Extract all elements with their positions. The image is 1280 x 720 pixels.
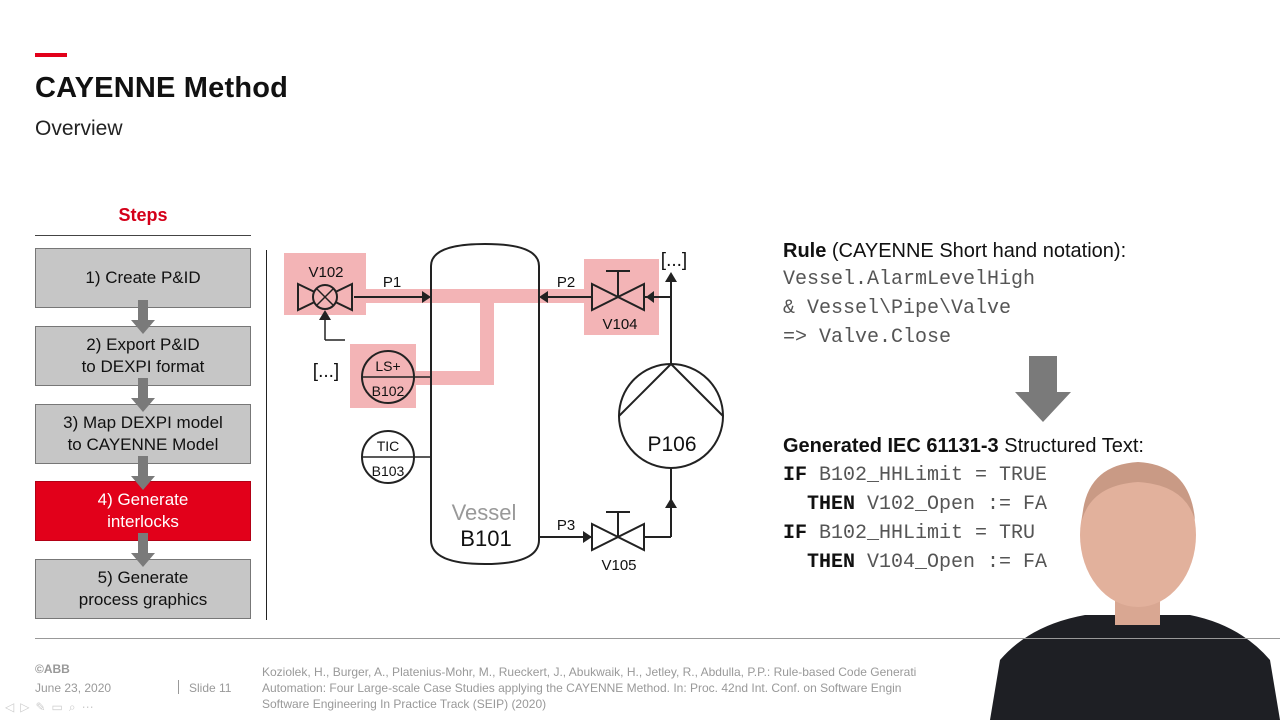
generated-heading-rest: Structured Text: [998, 435, 1144, 457]
code-keyword: THEN [783, 551, 856, 574]
vessel-b101 [430, 242, 540, 566]
pipe-p2-label: P2 [557, 274, 575, 291]
player-controls[interactable]: ◁▷✎▭⌕⋯ [5, 700, 100, 715]
step-arrow-down-icon [131, 378, 155, 412]
generated-line: IF B102_HHLimit = TRUE [783, 464, 1047, 487]
step-arrow-down-icon [131, 300, 155, 334]
generated-heading-bold: Generated IEC 61131-3 [783, 435, 999, 457]
step-label: 5) Generate process graphics [78, 568, 208, 609]
footer-slide-number: Slide 11 [189, 681, 232, 695]
footer-divider [35, 638, 1280, 639]
valve-v102-icon [297, 282, 353, 312]
rule-heading: Rule (CAYENNE Short hand notation): [783, 240, 1126, 263]
steps-heading: Steps [118, 205, 168, 225]
valve-v105-icon [591, 511, 645, 552]
more-icon[interactable]: ⋯ [81, 700, 100, 714]
footer-date: June 23, 2020 [35, 681, 112, 695]
temperature-controller-label: TIC [377, 438, 400, 454]
footer-citation: Koziolek, H., Burger, A., Platenius-Mohr… [262, 665, 917, 679]
valve-v102-label: V102 [308, 264, 343, 281]
step-arrow-down-icon [131, 533, 155, 567]
rule-heading-bold: Rule [783, 240, 827, 262]
code-text: B102_HHLimit = TRU [807, 522, 1036, 545]
pid-diagram: Vessel B101 P1 V102 [...] LS+ B102 TIC B… [284, 242, 724, 574]
column-separator [266, 250, 267, 620]
code-keyword: IF [783, 464, 808, 487]
rule-line: => Valve.Close [783, 326, 952, 349]
slides-icon[interactable]: ▭ [51, 700, 69, 714]
rule-line: Vessel.AlarmLevelHigh [783, 268, 1036, 291]
slide-subtitle: Overview [35, 117, 123, 140]
pipe-p1-label: P1 [383, 274, 401, 291]
pipe-p3-label: P3 [557, 517, 575, 534]
step-label: 4) Generate interlocks [97, 490, 189, 531]
level-switch-label: LS+ [375, 358, 400, 374]
rule-line: & Vessel\Pipe\Valve [783, 297, 1012, 320]
step-export-pid[interactable]: 2) Export P&ID to DEXPI format [35, 326, 251, 386]
step-arrow-down-icon [131, 456, 155, 490]
slide-title: CAYENNE Method [35, 72, 289, 104]
generated-line: IF B102_HHLimit = TRU [783, 522, 1035, 545]
title-accent-bar [35, 53, 67, 57]
footer-citation: Software Engineering In Practice Track (… [262, 697, 547, 711]
pump-p106-label: P106 [647, 433, 696, 456]
code-text: V104_Open := FA [855, 551, 1048, 574]
code-keyword: THEN [783, 493, 856, 516]
code-text: B102_HHLimit = TRUE [807, 464, 1048, 487]
presenter-video [990, 462, 1280, 720]
steps-divider [35, 235, 251, 236]
step-label: 1) Create P&ID [85, 268, 201, 287]
code-text: V102_Open := FA [855, 493, 1048, 516]
footer-copyright: ©ABB [35, 662, 70, 676]
step-generate-interlocks[interactable]: 4) Generate interlocks [35, 481, 251, 541]
vessel-id: B101 [460, 526, 511, 551]
valve-v104-label: V104 [602, 316, 637, 333]
step-label: 2) Export P&ID to DEXPI format [81, 335, 205, 376]
step-label: 3) Map DEXPI model to CAYENNE Model [63, 413, 223, 454]
vessel-label: Vessel [452, 500, 517, 525]
rule-heading-rest: (CAYENNE Short hand notation): [826, 240, 1127, 262]
temperature-controller-id: B103 [372, 463, 405, 479]
step-map-dexpi[interactable]: 3) Map DEXPI model to CAYENNE Model [35, 404, 251, 464]
previous-icon[interactable]: ◁ [5, 700, 21, 714]
footer-citation: Automation: Four Large-scale Case Studie… [262, 681, 902, 695]
step-create-pid[interactable]: 1) Create P&ID [35, 248, 251, 308]
ellipsis-top: [...] [661, 250, 687, 271]
next-icon[interactable]: ▷ [20, 700, 36, 714]
transform-arrow-down-icon [1015, 356, 1071, 422]
footer-separator [178, 680, 179, 694]
zoom-icon[interactable]: ⌕ [68, 700, 82, 714]
valve-v105-label: V105 [601, 557, 636, 574]
step-generate-graphics[interactable]: 5) Generate process graphics [35, 559, 251, 619]
level-switch-id: B102 [372, 383, 405, 399]
code-keyword: IF [783, 522, 808, 545]
pen-icon[interactable]: ✎ [35, 700, 52, 714]
generated-heading: Generated IEC 61131-3 Structured Text: [783, 435, 1144, 458]
generated-line: THEN V102_Open := FA [783, 493, 1047, 516]
generated-line: THEN V104_Open := FA [783, 551, 1047, 574]
ellipsis-left: [...] [313, 361, 339, 382]
